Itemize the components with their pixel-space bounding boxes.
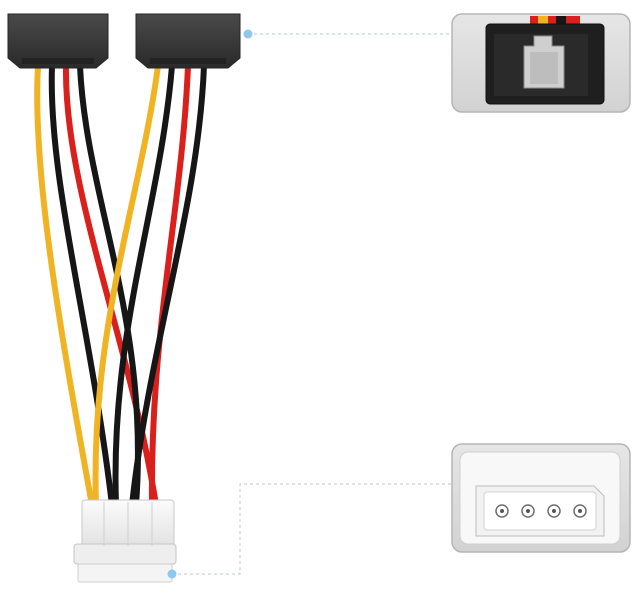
wire [129,63,207,508]
callout-dot-icon [243,29,253,39]
wire [148,63,191,508]
callout-dot-icon [167,569,177,579]
sata-power-connector-left-icon [7,13,109,69]
wire-bundle [34,63,207,508]
molex-4pin-connector-icon [73,499,177,583]
wire [48,63,115,508]
wire [112,63,175,508]
inset-sata-closeup [451,13,631,113]
sata-power-connector-right-icon [135,13,241,69]
molex-pin-hole [500,509,504,513]
wire [92,63,161,508]
wire [77,63,141,508]
molex-pin-hole [552,509,556,513]
molex-pin-hole [578,509,582,513]
callout-sata [243,29,452,39]
molex-pin-hole [526,509,530,513]
wire [34,63,95,508]
molex-pin-row [495,504,587,518]
inset-molex-closeup [451,443,631,553]
callout-molex [167,483,452,579]
